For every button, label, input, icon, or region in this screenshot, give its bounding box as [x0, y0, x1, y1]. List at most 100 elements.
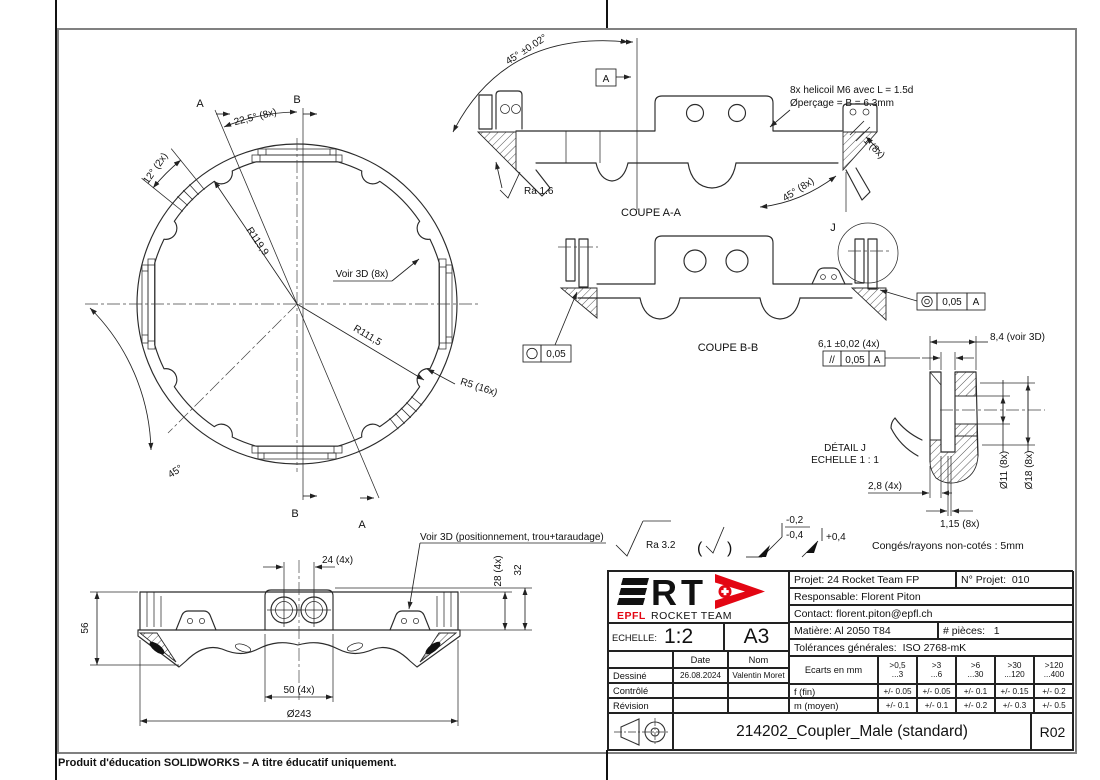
sheet-border	[57, 28, 1077, 754]
echelle-label: ECHELLE:	[612, 633, 657, 643]
f-value: +/- 0.05	[917, 684, 956, 698]
dim-d18: Ø18 (8x)	[1024, 451, 1035, 490]
m-value: +/- 0.2	[956, 698, 995, 713]
svg-text:0,05: 0,05	[845, 355, 865, 366]
dim-84: 8,4 (voir 3D)	[990, 332, 1045, 343]
range-col: >0,5...3	[878, 656, 917, 684]
revision-cell: R02	[1031, 713, 1074, 751]
coupe-aa-caption: COUPE A-A	[621, 207, 682, 219]
format-cell: A3	[724, 623, 789, 651]
helicoil-note-line1: 8x helicoil M6 avec L = 1.5d	[790, 85, 913, 96]
gdt-concentricity: 0,05 A	[879, 289, 986, 311]
fillet-note: Congés/rayons non-cotés : 5mm	[872, 540, 1024, 552]
svg-text:T: T	[681, 572, 703, 613]
dim-angle-12: 12° (2x)	[141, 151, 170, 186]
tolerances-value: ISO 2768-mK	[902, 642, 967, 654]
pb: )	[727, 540, 732, 557]
solidworks-education-note: Produit d'éducation SOLIDWORKS – A titre…	[58, 757, 397, 769]
num-projet-value: 010	[1011, 574, 1030, 586]
first-angle-projection-icon	[613, 718, 668, 746]
datum-a-box: A	[603, 74, 610, 85]
ert-logo: R T EPFL ROCKET TEAM	[617, 572, 765, 622]
chamfer-tolerance-symbol: -0,2 -0,4	[746, 515, 810, 558]
sign-row-label: Contrôlé	[608, 683, 673, 698]
range-col: >6...30	[956, 656, 995, 684]
dim-angle-45: 45°	[166, 463, 185, 480]
side-voir-3d-note: Voir 3D (positionnement, trou+taraudage)	[420, 532, 604, 543]
svg-text:0,05: 0,05	[942, 297, 962, 308]
responsable-cell: Responsable: Florent Piton	[789, 588, 1074, 605]
dim-angle-225: 22,5° (8x)	[233, 107, 278, 128]
svg-text:-0,4: -0,4	[786, 530, 804, 541]
dim-45-8x: 45° (8x)	[781, 176, 816, 204]
gdt-circularity: 0,05	[522, 291, 578, 363]
svg-text:A: A	[973, 297, 980, 308]
dim-28: 28 (4x)	[493, 555, 504, 586]
detail-j-letter: J	[830, 222, 836, 234]
svg-text:-0,2: -0,2	[786, 515, 804, 526]
echelle-cell: ECHELLE: 1:2	[608, 623, 724, 651]
num-projet-label: N° Projet:	[961, 574, 1007, 586]
front-view: A A B B R119,9 R111,5 R5 (16x) 22,5° (8x…	[85, 94, 499, 531]
range-col: >3...6	[917, 656, 956, 684]
f-value: +/- 0.15	[995, 684, 1034, 698]
section-b-label-bottom: B	[291, 508, 298, 520]
projet-cell: Projet: 24 Rocket Team FP	[789, 571, 956, 588]
ert-chevron	[715, 574, 765, 609]
chamfer-fan-upper-left	[171, 178, 205, 212]
sign-row-label: Révision	[608, 698, 673, 713]
col-nom-header: Nom	[728, 651, 789, 668]
projet-value: 24 Rocket Team FP	[827, 574, 920, 586]
dim-50: 50 (4x)	[283, 685, 314, 696]
coupe-aa-view: A 45° ±0.02° 8x helicoil M6 avec L = 1.5…	[452, 33, 913, 219]
tolerances-cell: Tolérances générales: ISO 2768-mK	[789, 639, 1074, 656]
svg-text:R: R	[651, 572, 677, 613]
chamfer-fan-lower-right	[389, 396, 423, 430]
svg-text:+0,4: +0,4	[826, 532, 846, 543]
col-date-header: Date	[673, 651, 728, 668]
sign-row-nom	[728, 698, 789, 713]
dim-slot-61: 6,1 ±0,02 (4x)	[818, 339, 880, 350]
part-title-cell: 214202_Coupler_Male (standard)	[673, 713, 1031, 751]
f-row-label: f (fin)	[789, 684, 878, 698]
dim-24: 24 (4x)	[322, 555, 353, 566]
chamfer-tolerance-symbol-2: +0,4	[801, 528, 846, 558]
surface-ra-global: Ra 3.2	[646, 540, 676, 551]
front-voir-3d-note: Voir 3D (8x)	[336, 269, 389, 280]
svg-text://: //	[829, 355, 835, 366]
dim-r119: R119,9	[244, 225, 271, 258]
pieces-cell: # pièces: 1	[938, 622, 1074, 639]
projection-symbol-cell	[608, 713, 673, 751]
contact-cell: Contact: florent.piton@epfl.ch	[789, 605, 1074, 622]
logo-team: ROCKET TEAM	[651, 610, 732, 622]
sign-row-nom: Valentin Moret	[728, 668, 789, 683]
helicoil-note-line2: Øperçage = B = 6.3mm	[790, 98, 894, 109]
coupe-bb-caption: COUPE B-B	[698, 342, 759, 354]
detail-j-circle	[837, 222, 899, 284]
sheet-left-edge	[55, 0, 57, 780]
tolerances-label: Tolérances générales:	[794, 642, 897, 654]
f-value: +/- 0.05	[878, 684, 917, 698]
range-col: >30...120	[995, 656, 1034, 684]
echelle-value: 1:2	[664, 625, 694, 648]
pieces-value: 1	[993, 625, 1000, 637]
section-b-label-top: B	[293, 94, 300, 106]
m-value: +/- 0.3	[995, 698, 1034, 713]
matiere-cell: Matière: Al 2050 T84	[789, 622, 938, 639]
m-value: +/- 0.1	[878, 698, 917, 713]
sign-row-date	[673, 698, 728, 713]
m-row-label: m (moyen)	[789, 698, 878, 713]
surface-finish-symbol: Ra 3.2	[615, 520, 676, 557]
range-col: >120...400	[1034, 656, 1074, 684]
surface-ra-16: Ra 1.6	[524, 186, 554, 197]
side-view: 24 (4x) 56 28 (4x) 32 50 (4x) Ø243 Voir …	[80, 532, 606, 726]
detail-j-scale: ECHELLE 1 : 1	[811, 455, 879, 466]
gdt-parallelism: // 0,05 A	[822, 350, 920, 367]
sign-empty-header	[608, 651, 673, 668]
svg-text:A: A	[874, 355, 881, 366]
sign-row-date: 26.08.2024	[673, 668, 728, 683]
dim-r5: R5 (16x)	[459, 376, 499, 398]
section-a-label-bottom: A	[358, 519, 366, 531]
